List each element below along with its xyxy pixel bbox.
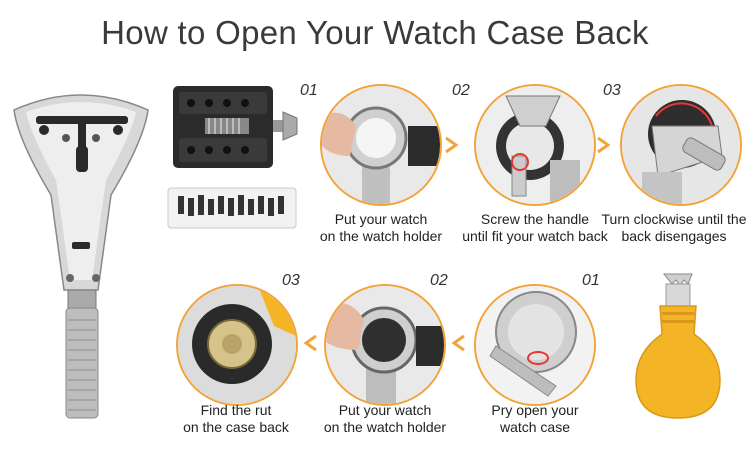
- page-title: How to Open Your Watch Case Back: [101, 14, 649, 51]
- pin-set-icon: [167, 187, 297, 229]
- caption-line2: on the watch holder: [323, 419, 447, 435]
- chevron-left-icon: [452, 334, 465, 352]
- step-number-top-2: 02: [452, 82, 470, 99]
- caption-line1: Turn clockwise until the: [601, 211, 747, 227]
- step-number-bottom-2: 02: [430, 272, 448, 289]
- step-image-top-3: [620, 84, 742, 206]
- chevron-left-icon: [304, 334, 317, 352]
- caption-top-1: Put your watch on the watch holder: [310, 211, 452, 245]
- chevron-right-icon: [445, 136, 458, 154]
- caption-line1: Screw the handle: [480, 211, 590, 227]
- caption-bottom-2: Put your watch on the watch holder: [313, 402, 457, 436]
- step-image-bottom-1: [474, 284, 596, 406]
- step-number-top-3: 03: [603, 82, 621, 99]
- caption-line1: Put your watch: [338, 402, 432, 418]
- step-number-top-1: 01: [300, 82, 318, 99]
- caption-line1: Put your watch: [334, 211, 428, 227]
- caption-top-2: Screw the handle until fit your watch ba…: [455, 211, 615, 245]
- caption-line1: Pry open your: [491, 402, 579, 418]
- caption-bottom-1: Pry open your watch case: [470, 402, 600, 436]
- caption-line2: back disengages: [621, 228, 727, 244]
- step-image-bottom-2: [324, 284, 446, 406]
- caption-line2: until fit your watch back: [462, 228, 608, 244]
- caption-line2: on the watch holder: [319, 228, 443, 244]
- caption-top-3: Turn clockwise until the back disengages: [598, 211, 750, 245]
- step-image-bottom-3: [176, 284, 298, 406]
- step-image-top-1: [320, 84, 442, 206]
- step-number-bottom-3: 03: [282, 272, 300, 289]
- chevron-right-icon: [597, 136, 610, 154]
- step-number-bottom-1: 01: [582, 272, 600, 289]
- watch-case-wrench-icon: [13, 94, 149, 419]
- caption-line2: watch case: [499, 419, 571, 435]
- caption-line1: Find the rut: [200, 402, 272, 418]
- step-image-top-2: [474, 84, 596, 206]
- caption-bottom-3: Find the rut on the case back: [166, 402, 306, 436]
- case-opener-icon: [635, 273, 721, 419]
- watch-holder-icon: [173, 86, 298, 168]
- caption-line2: on the case back: [183, 419, 289, 435]
